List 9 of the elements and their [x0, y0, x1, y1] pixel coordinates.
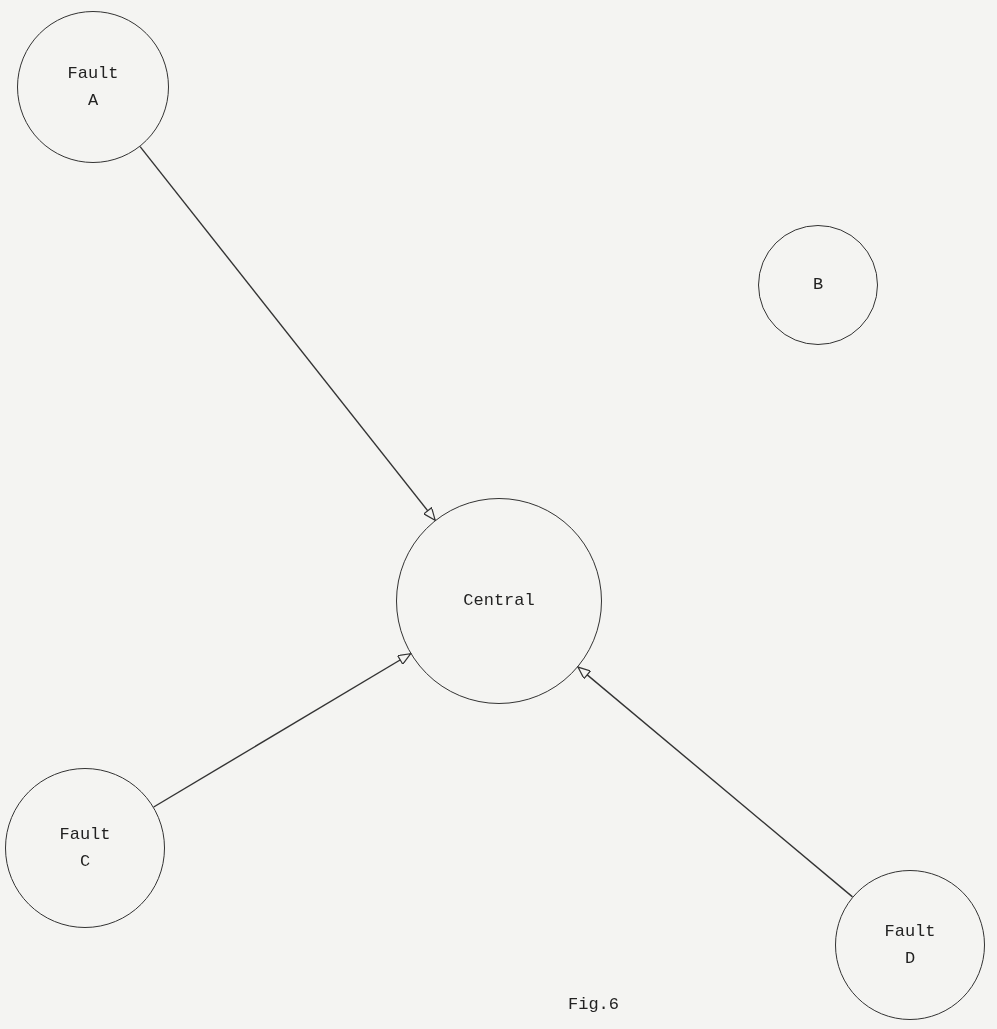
node-label: Fault D: [883, 920, 937, 970]
arrow: [139, 145, 436, 521]
node-label: Central: [462, 590, 536, 613]
node-label: Fault C: [58, 823, 112, 873]
figure-caption: Fig.6: [568, 995, 619, 1014]
arrow: [577, 666, 854, 898]
arrow: [153, 653, 412, 808]
node-label: B: [811, 274, 825, 297]
node-label: Fault A: [66, 62, 120, 112]
